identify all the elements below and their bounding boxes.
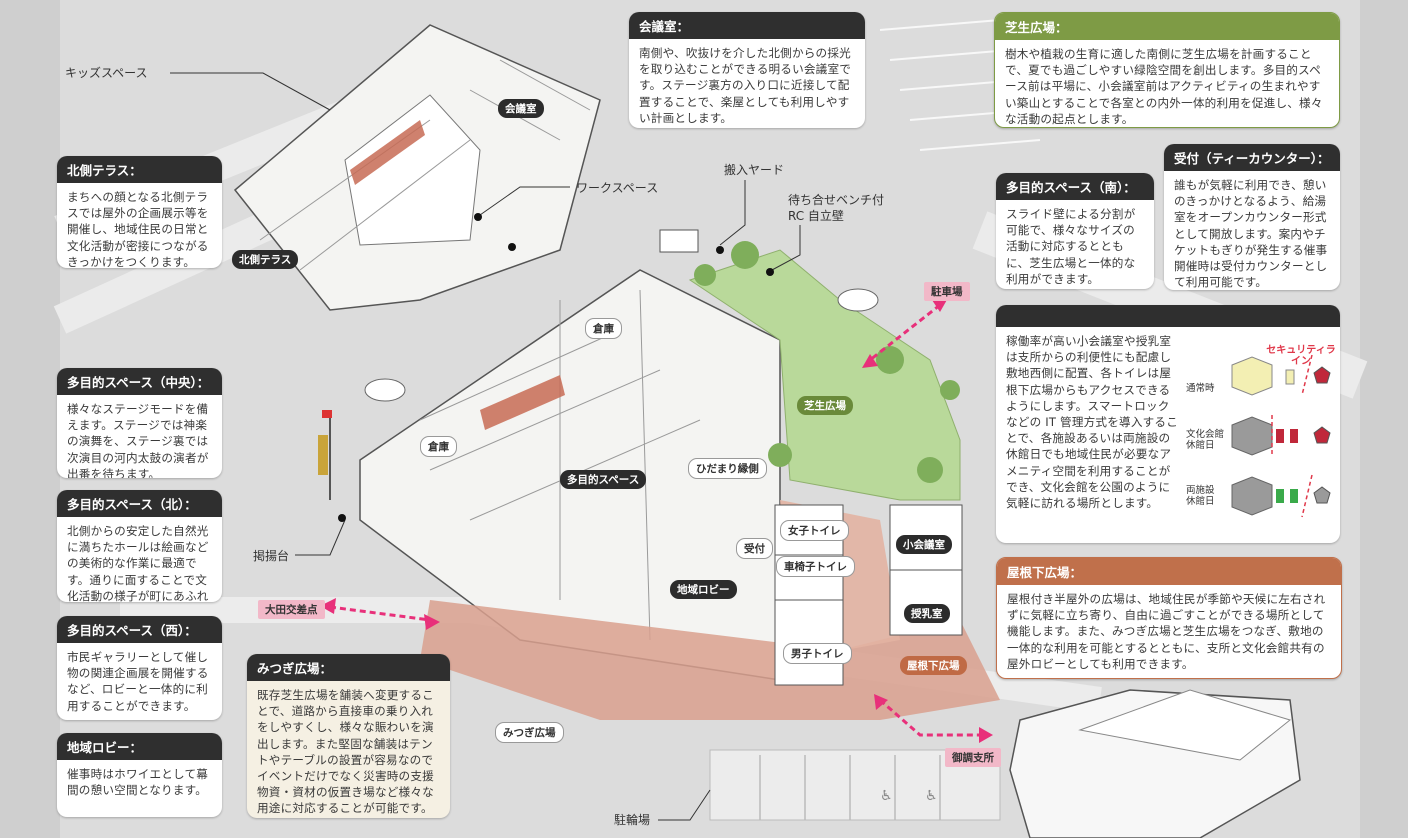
legend-both-closed: 両施設 休館日: [1186, 485, 1215, 507]
paved-plaza-area: [420, 600, 1000, 720]
bench-wall-line1: 待ち合せベンチ付: [788, 193, 885, 207]
panel-body: まちへの顔となる北側テラスでは屋外の企画展示等を開催し、地域住民の日常と文化活動…: [67, 190, 209, 268]
bench-wall-callout: 待ち合せベンチ付 RC 自立壁: [788, 192, 884, 224]
map-label-accessible-toilet: 車椅子トイレ: [776, 556, 855, 577]
car-icon: [364, 378, 406, 402]
map-label-ota-intersection: 大田交差点: [258, 600, 325, 619]
panel-multi-south: 多目的スペース（南）： スライド壁による分割が可能で、様々なサイズの活動に対応す…: [996, 173, 1154, 289]
panel-lawn: 芝生広場： 樹木や植栽の生育に適した南側に芝生広場を計画することで、夏でも過ごし…: [994, 12, 1340, 128]
panel-body: 市民ギャラリーとして催し物の関連企画展を開催するなど、ロビーと一体的に利用するこ…: [67, 650, 209, 713]
panel-under-roof: 屋根下広場： 屋根付き半屋外の広場は、地域住民が季節や天候に左右されずに気軽に立…: [996, 557, 1342, 679]
security-line-diagram: [1231, 354, 1331, 518]
map-label-multi-space: 多目的スペース: [560, 470, 647, 489]
panel-reception: 受付（ティーカウンター）： 誰もが気軽に利用でき、憩いのきっかけとなるよう、給湯…: [1164, 144, 1340, 290]
panel-body: 誰もが気軽に利用でき、憩いのきっかけとなるよう、給湯室をオープンカウンター形式と…: [1174, 178, 1328, 290]
panel-body: 稼働率が高い小会議室や授乳室は支所からの利便性にも配慮し敷地西側に配置、各トイレ…: [1006, 334, 1178, 511]
map-label-mens-toilet: 男子トイレ: [783, 643, 852, 664]
panel-body: 催事時はホワイエとして幕間の憩い空間となります。: [67, 767, 209, 798]
map-label-storage-1: 倉庫: [585, 318, 622, 339]
panel-body: 様々なステージモードを備えます。ステージでは神楽の演舞を、ステージ裏では次演目の…: [67, 402, 209, 478]
map-label-under-roof-plaza: 屋根下広場: [900, 656, 967, 675]
panel-title: 北側テラス：: [57, 156, 222, 183]
kids-space-callout: キッズスペース: [65, 66, 148, 80]
panel-body: 北側からの安定した自然光に満ちたホールは絵画などの美術的な作業に最適です。通りに…: [67, 524, 209, 602]
legend-culture-closed-line2: 休館日: [1186, 440, 1215, 451]
arrow-parking: [869, 303, 941, 362]
arrow-branch: [879, 698, 985, 737]
parking-bottom-callout: 駐輪場: [614, 813, 651, 827]
map-label-north-terrace: 北側テラス: [232, 250, 299, 269]
panel-toilets: 稼働率が高い小会議室や授乳室は支所からの利便性にも配慮し敷地西側に配置、各トイレ…: [996, 305, 1340, 543]
panel-title: 芝生広場：: [995, 13, 1339, 40]
accessible-parking-icon: ♿♿: [880, 788, 938, 804]
panel-multi-north: 多目的スペース（北）： 北側からの安定した自然光に満ちたホールは絵画などの美術的…: [57, 490, 222, 602]
panel-body: 樹木や植栽の生育に適した南側に芝生広場を計画することで、夏でも過ごしやすい緑陰空…: [1005, 47, 1323, 126]
legend-normal: 通常時: [1186, 383, 1215, 394]
arrow-ota: [329, 605, 431, 622]
legend-culture-closed-line1: 文化会館: [1186, 429, 1225, 440]
panel-mitsugi: みつぎ広場： 既存芝生広場を舗装へ変更することで、道路から直接車の乗り入れをしや…: [247, 654, 450, 818]
panel-title: 受付（ティーカウンター）：: [1164, 144, 1340, 171]
work-space-callout: ワークスペース: [576, 181, 659, 195]
panel-body: スライド壁による分割が可能で、様々なサイズの活動に対応するとともに、芝生広場と一…: [1006, 207, 1136, 286]
car-icon: [837, 288, 879, 312]
panel-title: 多目的スペース（西）：: [57, 616, 222, 643]
panel-title: 地域ロビー：: [57, 733, 222, 760]
map-label-womens-toilet: 女子トイレ: [780, 520, 849, 541]
flag-stand-callout: 掲揚台: [253, 549, 290, 563]
panel-north-terrace: 北側テラス： まちへの顔となる北側テラスでは屋外の企画展示等を開催し、地域住民の…: [57, 156, 222, 268]
panel-multi-west: 多目的スペース（西）： 市民ギャラリーとして催し物の関連企画展を開催するなど、ロ…: [57, 616, 222, 720]
panel-title: 屋根下広場：: [997, 558, 1341, 585]
panel-body: 既存芝生広場を舗装へ変更することで、道路から直接車の乗り入れをしやすくし、様々な…: [257, 688, 434, 816]
map-label-mitsugi-plaza: みつぎ広場: [495, 722, 564, 743]
panel-conference: 会議室： 南側や、吹抜けを介した北側からの採光を取り込むことができる明るい会議室…: [629, 12, 865, 128]
map-label-small-conference: 小会議室: [896, 535, 952, 554]
map-label-reception: 受付: [736, 538, 773, 559]
panel-title: 会議室：: [629, 12, 865, 39]
lawn-plaza-area: [688, 249, 961, 501]
truck-icon: [659, 229, 699, 253]
legend-both-closed-line1: 両施設: [1186, 485, 1215, 496]
bench-wall-line2: RC 自立壁: [788, 209, 844, 223]
panel-multi-center: 多目的スペース（中央）： 様々なステージモードを備えます。ステージでは神楽の演舞…: [57, 368, 222, 478]
panel-local-lobby: 地域ロビー： 催事時はホワイエとして幕間の憩い空間となります。: [57, 733, 222, 817]
panel-title: [996, 305, 1340, 327]
map-label-branch-office: 御調支所: [945, 748, 1001, 767]
map-label-hidamari: ひだまり縁側: [688, 458, 767, 479]
svg-text:♿: ♿: [880, 788, 893, 804]
legend-both-closed-line2: 休館日: [1186, 496, 1215, 507]
panel-title: 多目的スペース（中央）：: [57, 368, 222, 395]
parking-lot-top-right: [879, 19, 1041, 151]
security-line-label: セキュリティライン: [1266, 345, 1336, 367]
loading-yard-callout: 搬入ヤード: [724, 163, 785, 177]
map-label-parking-lot: 駐車場: [924, 282, 970, 301]
panel-title: 多目的スペース（南）：: [996, 173, 1154, 200]
panel-body: 南側や、吹抜けを介した北側からの採光を取り込むことができる明るい会議室です。ステ…: [639, 46, 852, 125]
panel-title: 多目的スペース（北）：: [57, 490, 222, 517]
map-label-lawn-plaza: 芝生広場: [797, 396, 853, 415]
map-label-local-lobby: 地域ロビー: [670, 580, 737, 599]
legend-culture-closed: 文化会館 休館日: [1186, 429, 1224, 451]
svg-text:♿: ♿: [925, 788, 938, 804]
panel-title: みつぎ広場：: [247, 654, 450, 681]
map-label-conference: 会議室: [498, 99, 544, 118]
flag-stand-icon: [318, 410, 332, 500]
map-label-nursing-room: 授乳室: [904, 604, 950, 623]
map-label-storage-2: 倉庫: [420, 436, 457, 457]
panel-body: 屋根付き半屋外の広場は、地域住民が季節や天候に左右されずに気軽に立ち寄り、自由に…: [1007, 592, 1326, 671]
